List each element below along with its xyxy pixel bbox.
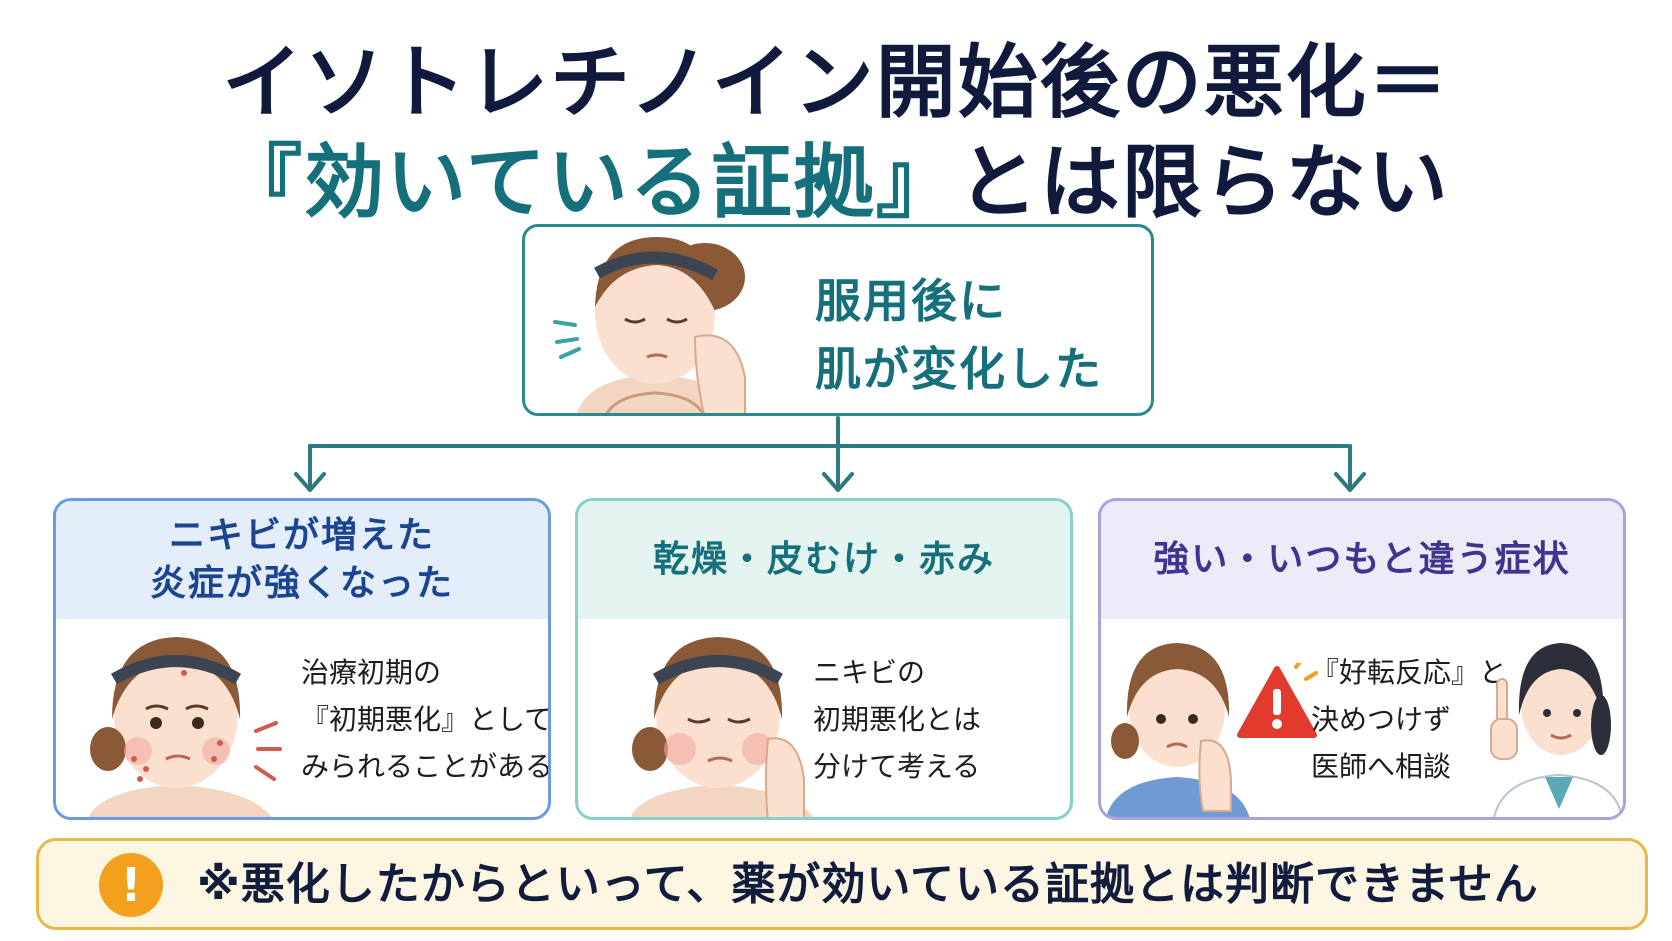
page-title-line1: イソトレチノイン開始後の悪化＝ <box>222 36 1450 129</box>
card-heading-line1: 強い・いつもと違う症状 <box>1153 539 1571 580</box>
card-acne-worsened: ニキビが増えた 炎症が強くなった 治療初期の 『初期悪化』として みられることが… <box>53 498 551 820</box>
card-severe-unusual-symptoms: 強い・いつもと違う症状 『好転反応』と 決めつけず 医師へ相談 <box>1098 498 1626 820</box>
top-box: 服用後に 肌が変化した <box>522 224 1154 416</box>
worried-woman-illustration <box>1106 643 1250 817</box>
title-highlight: 『効いている証拠』 <box>222 136 958 229</box>
card-heading-line1: ニキビが増えた <box>168 515 435 556</box>
card-body-line: 分けて考える <box>813 750 981 783</box>
title-rest: とは限らない <box>957 136 1450 229</box>
card-body-line: 『好転反応』と <box>1311 656 1508 689</box>
woman-with-acne-illustration <box>88 637 282 817</box>
card-body: ニキビの 初期悪化とは 分けて考える <box>813 649 981 790</box>
warning-triangle-icon <box>1237 663 1318 738</box>
exclamation-icon: ! <box>99 853 163 917</box>
caution-note-text: ※悪化したからといって、薬が効いている証拠とは判断できません <box>197 859 1539 910</box>
card-dryness-peeling-redness: 乾燥・皮むけ・赤み ニキビの 初期悪化とは 分けて考える <box>575 498 1073 820</box>
card-heading-line1: 乾燥・皮むけ・赤み <box>652 539 995 580</box>
woman-with-dry-skin-illustration <box>630 637 814 817</box>
top-box-line2: 肌が変化した <box>815 342 1103 396</box>
card-body-line: 初期悪化とは <box>813 703 982 736</box>
card-body: 治療初期の 『初期悪化』として みられることがある <box>301 649 551 790</box>
card-body-line: 医師へ相談 <box>1311 750 1452 783</box>
woman-touching-cheek-illustration <box>553 237 746 413</box>
card-body-line: ニキビの <box>813 656 926 689</box>
top-box-text: 服用後に 肌が変化した <box>815 267 1103 403</box>
page-title-line2: 『効いている証拠』とは限らない <box>0 118 1672 234</box>
card-body-line: 『初期悪化』として <box>301 703 551 736</box>
card-heading-line2: 炎症が強くなった <box>149 563 454 604</box>
top-box-line1: 服用後に <box>815 274 1007 328</box>
card-body-line: 治療初期の <box>301 656 442 689</box>
arrow-down-icon <box>1334 472 1366 492</box>
card-heading: ニキビが増えた 炎症が強くなった <box>56 501 548 619</box>
card-heading: 強い・いつもと違う症状 <box>1101 501 1623 619</box>
caution-note: ! ※悪化したからといって、薬が効いている証拠とは判断できません <box>36 838 1648 930</box>
card-body: 『好転反応』と 決めつけず 医師へ相談 <box>1311 649 1507 790</box>
card-heading: 乾燥・皮むけ・赤み <box>578 501 1070 619</box>
card-body-line: 決めつけず <box>1311 703 1452 736</box>
doctor-pointing-illustration <box>1490 643 1623 817</box>
arrow-down-icon <box>822 472 854 492</box>
arrow-down-icon <box>294 472 326 492</box>
card-body-line: みられることがある <box>301 750 551 783</box>
